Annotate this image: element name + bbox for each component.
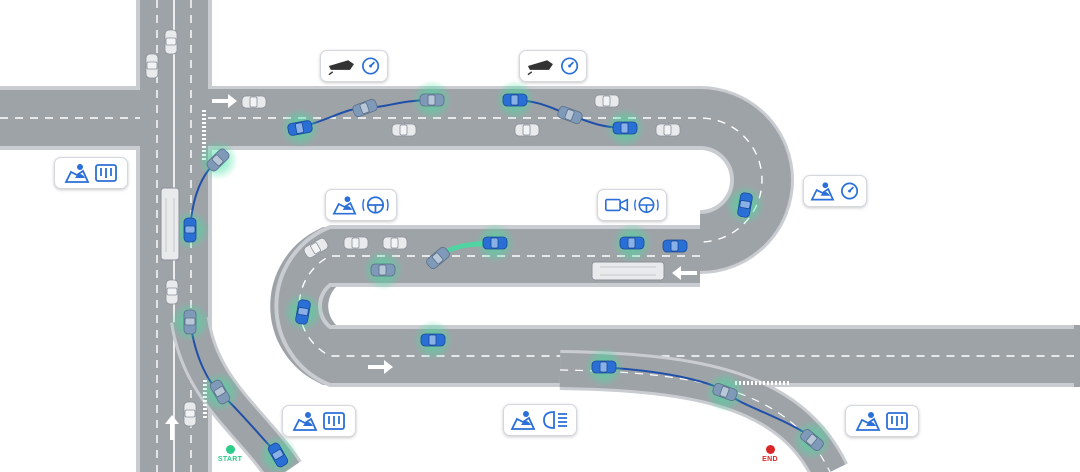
other-car: [655, 123, 681, 137]
speedometer-icon: [361, 57, 379, 75]
truck: [160, 187, 180, 261]
ego-car: [502, 93, 528, 107]
ego-car: [420, 333, 446, 347]
top-road-uturn: [208, 86, 794, 274]
badge-map-adapter: [282, 405, 356, 437]
speedometer-icon: [840, 182, 858, 200]
adapter-icon: [323, 412, 345, 430]
other-car: [165, 279, 179, 305]
other-car: [514, 123, 540, 137]
badge-map-headlight: [503, 404, 577, 436]
speedometer-icon: [560, 57, 578, 75]
map-person-icon: [855, 412, 881, 431]
steering-wheel-icon: [634, 197, 659, 213]
map-person-icon: [332, 196, 357, 215]
wiper-icon: [527, 60, 553, 76]
ego-car: [619, 236, 645, 250]
other-car: [594, 94, 620, 108]
steering-wheel-icon: [362, 196, 389, 214]
map-person-icon: [292, 412, 318, 431]
direction-arrows: [165, 94, 697, 440]
map-person-icon: [64, 164, 90, 183]
end-label: END: [762, 456, 778, 463]
wiper-icon: [328, 60, 354, 76]
other-car: [241, 95, 267, 109]
start-label: START: [217, 456, 243, 463]
trucks: [160, 187, 665, 281]
ghost-car: [183, 309, 197, 335]
arrow-right-icon: [212, 94, 237, 108]
truck: [591, 261, 665, 281]
ego-car: [482, 236, 508, 250]
left-horizontal-road: [0, 86, 140, 150]
ghost-car: [419, 93, 445, 107]
end-dot: [766, 445, 775, 454]
ego-car: [612, 121, 638, 135]
badge-map-speed: [803, 175, 867, 207]
badge-map-steering: [325, 189, 397, 221]
ego-car: [183, 217, 197, 243]
other-car: [145, 53, 159, 79]
other-car: [382, 236, 408, 250]
ego-car: [662, 239, 688, 253]
start-dot: [226, 445, 235, 454]
badge-wiper-speed: [519, 50, 587, 82]
badge-wiper-speed: [320, 50, 388, 82]
badge-camera-steering: [597, 189, 667, 221]
arrow-left-icon: [672, 266, 697, 280]
badge-map-adapter: [845, 405, 919, 437]
other-car: [183, 401, 197, 427]
ego-car: [591, 360, 617, 374]
other-car: [343, 236, 369, 250]
headlight-icon: [543, 411, 567, 429]
other-car: [391, 123, 417, 137]
camera-icon: [604, 198, 629, 212]
arrow-up-icon: [165, 415, 179, 440]
adapter-icon: [95, 164, 117, 182]
adapter-icon: [886, 412, 908, 430]
map-person-icon: [810, 182, 835, 201]
other-car: [164, 29, 178, 55]
ghost-car: [370, 263, 396, 277]
badge-map-adapter: [54, 157, 128, 189]
map-person-icon: [510, 411, 536, 430]
arrow-right-icon: [368, 360, 393, 374]
